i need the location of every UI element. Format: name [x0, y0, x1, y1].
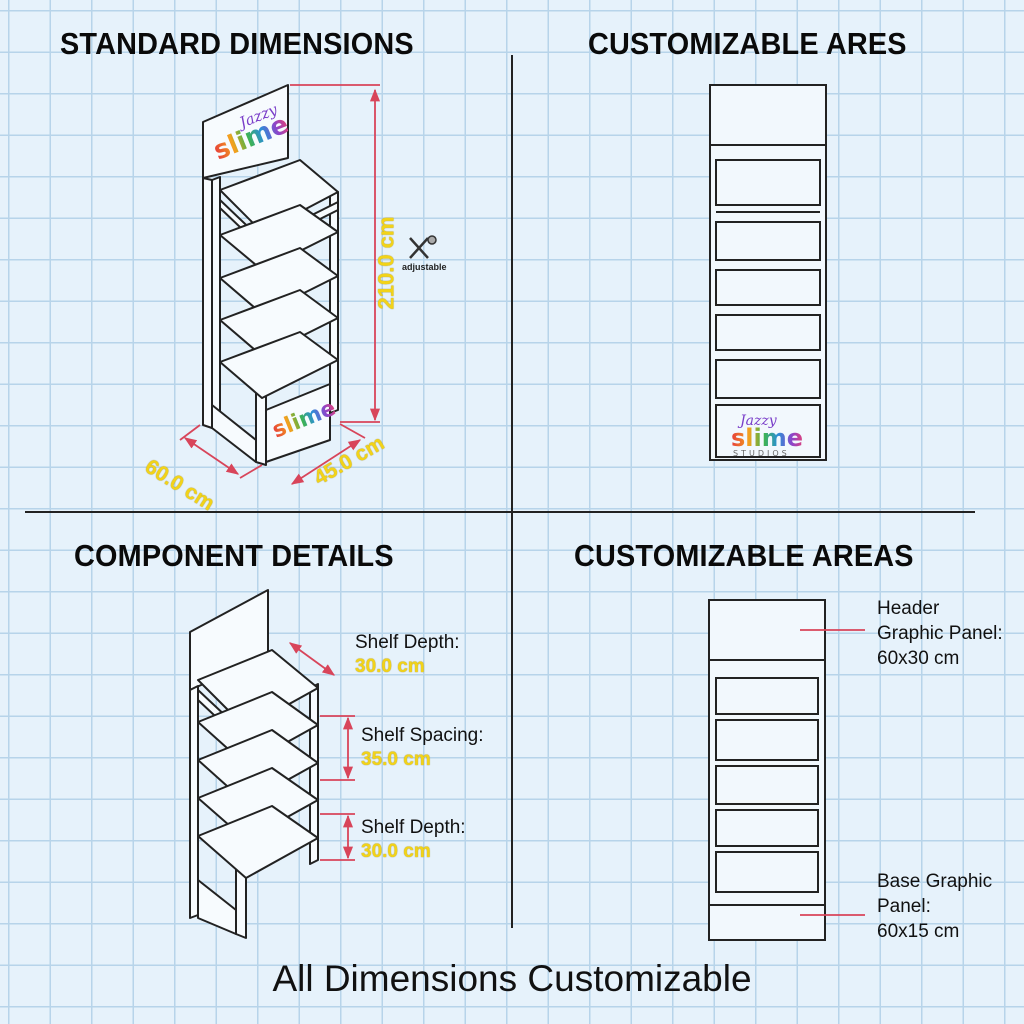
section-title-customizable-areas-top: CUSTOMIZABLE ARES	[588, 26, 907, 61]
front-rack-bottom	[708, 599, 826, 941]
wrench-gear-icon	[409, 235, 437, 259]
brand-logo-front: slime	[731, 424, 803, 452]
brand-script-front: Jazzy	[737, 413, 778, 429]
header-panel-label-1: Header	[877, 598, 940, 619]
component-rack-drawing	[189, 589, 319, 939]
standard-shelves	[219, 159, 339, 399]
front-rack-top	[709, 84, 827, 461]
shelf-depth2-value: 30.0 cm	[361, 841, 431, 862]
base-panel-label-3: 60x15 cm	[877, 921, 960, 942]
component-dimension-lines	[288, 642, 355, 861]
footer-caption: All Dimensions Customizable	[272, 958, 752, 999]
header-panel-label-2: Graphic Panel:	[877, 623, 1003, 644]
base-panel-label-1: Base Graphic	[877, 871, 993, 892]
base-panel-label-2: Panel:	[877, 896, 931, 917]
standard-rack-drawing	[202, 84, 339, 466]
area-leader-lines	[800, 629, 865, 916]
section-title-component-details: COMPONENT DETAILS	[74, 538, 394, 573]
front-base-panel	[715, 404, 821, 458]
vertical-divider	[511, 55, 513, 928]
header-panel-label-3: 60x30 cm	[877, 648, 960, 669]
brand-sub-front: STUDIOS	[733, 449, 790, 458]
section-title-standard-dimensions: STANDARD DIMENSIONS	[60, 26, 414, 61]
header-panel	[202, 84, 289, 179]
shelf-depth-value: 30.0 cm	[355, 656, 425, 677]
height-dimension: 210.0 cm	[373, 216, 399, 310]
horizontal-divider	[25, 511, 975, 513]
section-title-customizable-areas-bottom: CUSTOMIZABLE AREAS	[574, 538, 914, 573]
shelf-depth-label: Shelf Depth:	[355, 632, 460, 653]
front-header-panel	[709, 84, 827, 146]
standard-dimension-lines	[179, 84, 381, 485]
shelf-spacing-label: Shelf Spacing:	[361, 725, 484, 746]
shelf-depth2-label: Shelf Depth:	[361, 817, 466, 838]
adjustable-label: adjustable	[402, 262, 447, 272]
shelf-spacing-value: 35.0 cm	[361, 749, 431, 770]
